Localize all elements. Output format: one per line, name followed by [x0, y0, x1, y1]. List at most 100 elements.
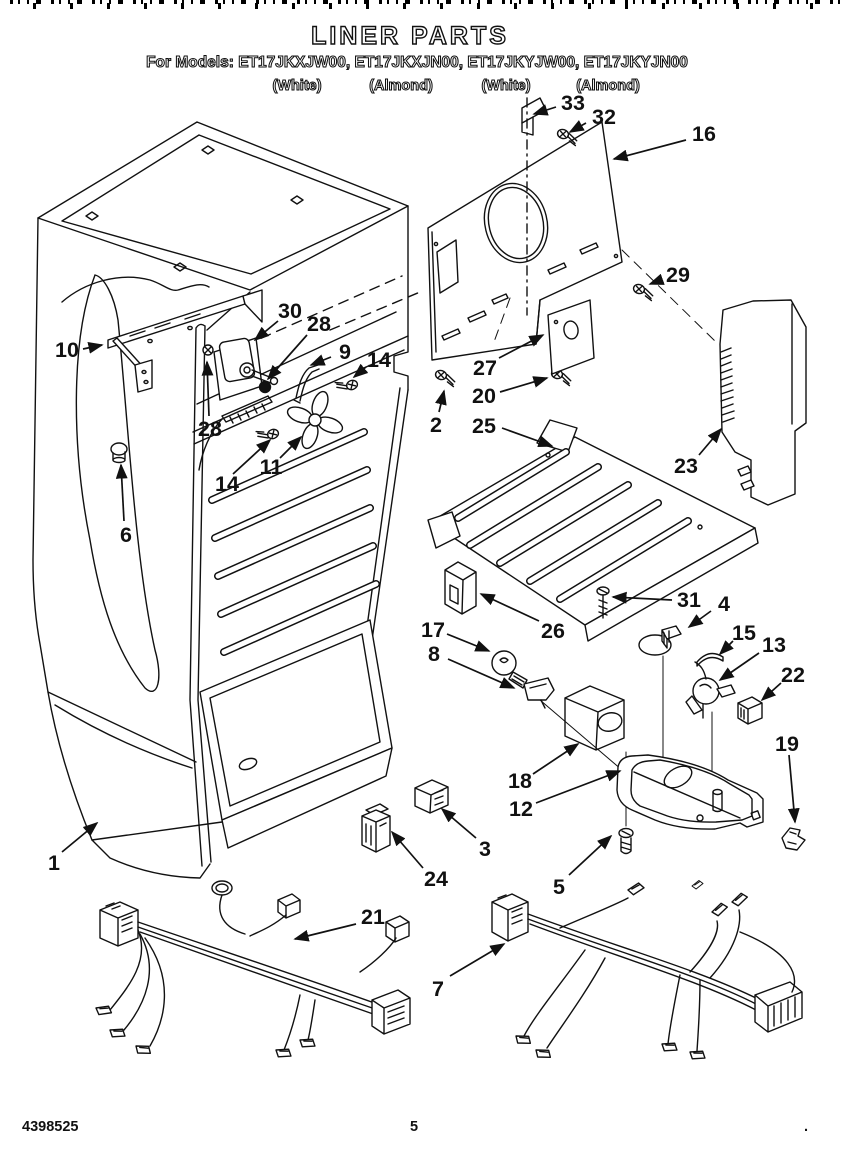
callout-arrow-29 — [648, 273, 665, 285]
footer-stray-mark: . — [804, 1119, 808, 1135]
callout-arrow-5 — [568, 834, 613, 876]
callout-number-2: 2 — [430, 413, 442, 437]
callout-arrow-6 — [115, 463, 128, 522]
callout-number-16: 16 — [692, 122, 716, 146]
plate-screw — [596, 586, 610, 619]
callout-arrow-9 — [309, 354, 332, 366]
callout-arrow-31 — [611, 591, 673, 604]
callout-arrow-4 — [687, 610, 712, 628]
callout-number-15: 15 — [732, 621, 756, 645]
callout-number-14: 14 — [367, 348, 391, 372]
callout-arrow-13 — [718, 652, 760, 681]
callout-number-20: 20 — [472, 384, 496, 408]
callout-arrow-1 — [61, 821, 99, 853]
callout-arrow-11 — [279, 435, 303, 459]
callout-number-8: 8 — [428, 642, 440, 666]
clip-part15 — [696, 652, 724, 667]
callout-number-23: 23 — [674, 454, 698, 478]
air-duct — [719, 299, 807, 506]
clipped-header-fragments — [10, 0, 840, 9]
connector-part24 — [361, 803, 391, 853]
callout-number-31: 31 — [677, 588, 701, 612]
callout-number-21: 21 — [361, 905, 385, 929]
callout-number-3: 3 — [479, 837, 491, 861]
callout-number-13: 13 — [762, 633, 786, 657]
callout-arrow-28 — [266, 334, 308, 381]
callout-number-30: 30 — [278, 299, 302, 323]
callout-number-32: 32 — [592, 105, 616, 129]
callout-arrow-20 — [499, 376, 549, 393]
callout-arrow-30 — [253, 320, 279, 342]
callout-number-22: 22 — [781, 663, 805, 687]
callout-arrow-12 — [535, 770, 622, 804]
callout-arrow-27 — [498, 334, 545, 359]
callout-arrow-17 — [446, 633, 491, 652]
bulb-socket — [523, 677, 555, 701]
switch-part22 — [737, 696, 763, 725]
wiring-harness-left — [94, 880, 411, 1061]
callout-arrow-8 — [447, 658, 516, 689]
callout-number-6: 6 — [120, 523, 132, 547]
callout-number-27: 27 — [473, 356, 497, 380]
callout-arrow-2 — [435, 389, 447, 413]
callout-number-11: 11 — [260, 455, 283, 479]
callout-arrow-10 — [82, 341, 104, 354]
callout-number-4: 4 — [718, 592, 730, 616]
light-housing — [564, 685, 625, 751]
plug-button — [110, 442, 128, 464]
callout-number-12: 12 — [509, 797, 533, 821]
wiring-harness-right — [491, 879, 803, 1063]
callout-arrow-28 — [201, 360, 214, 417]
callout-arrow-21 — [293, 923, 357, 942]
callout-arrow-22 — [760, 682, 782, 702]
footer-page-number: 5 — [410, 1119, 418, 1135]
callout-arrow-24 — [390, 830, 424, 869]
callout-arrow-15 — [718, 640, 734, 656]
callout-arrow-23 — [698, 427, 723, 456]
defrost-thermostat — [685, 661, 736, 816]
callout-arrow-26 — [479, 593, 540, 622]
callout-arrow-33 — [532, 104, 557, 116]
callout-number-1: 1 — [48, 851, 60, 875]
support-rail-bracket — [112, 337, 153, 393]
callout-arrow-32 — [568, 120, 587, 133]
footer-part-number: 4398525 — [22, 1119, 78, 1135]
callout-arrow-18 — [532, 743, 580, 775]
callout-number-25: 25 — [472, 414, 496, 438]
clip-part19 — [781, 827, 806, 851]
callout-arrow-16 — [612, 139, 687, 162]
callout-number-26: 26 — [541, 619, 565, 643]
callout-number-14: 14 — [215, 472, 239, 496]
callout-number-19: 19 — [775, 732, 799, 756]
callout-number-10: 10 — [55, 338, 79, 362]
page-title: LINER PARTS — [311, 22, 509, 50]
panel-tab — [521, 97, 547, 136]
callout-number-33: 33 — [561, 91, 585, 115]
callout-arrow-25 — [501, 427, 554, 447]
access-plate — [547, 299, 595, 375]
callout-arrow-14 — [232, 438, 272, 475]
models-line: For Models: ET17JKXJW00, ET17JKXJN00, ET… — [146, 54, 688, 71]
color-label-almond-1: (Almond) — [369, 78, 433, 94]
callout-number-18: 18 — [508, 769, 532, 793]
light-assembly — [491, 650, 627, 827]
cabinet-liner — [32, 121, 421, 879]
callout-arrow-14 — [352, 363, 369, 379]
connector-part3 — [414, 779, 449, 814]
callout-number-29: 29 — [666, 263, 690, 287]
evaporator-fan-assembly — [198, 337, 360, 471]
callout-number-28: 28 — [198, 417, 222, 441]
callout-number-24: 24 — [424, 867, 448, 891]
callout-number-7: 7 — [432, 977, 444, 1001]
callout-number-9: 9 — [339, 340, 351, 364]
callout-arrow-7 — [449, 943, 506, 977]
color-label-white-2: (White) — [481, 78, 530, 94]
drain-pan — [616, 754, 764, 830]
callout-number-5: 5 — [553, 875, 565, 899]
callout-number-28: 28 — [307, 312, 331, 336]
callout-arrow-19 — [787, 754, 800, 824]
fan-blade — [286, 390, 344, 450]
